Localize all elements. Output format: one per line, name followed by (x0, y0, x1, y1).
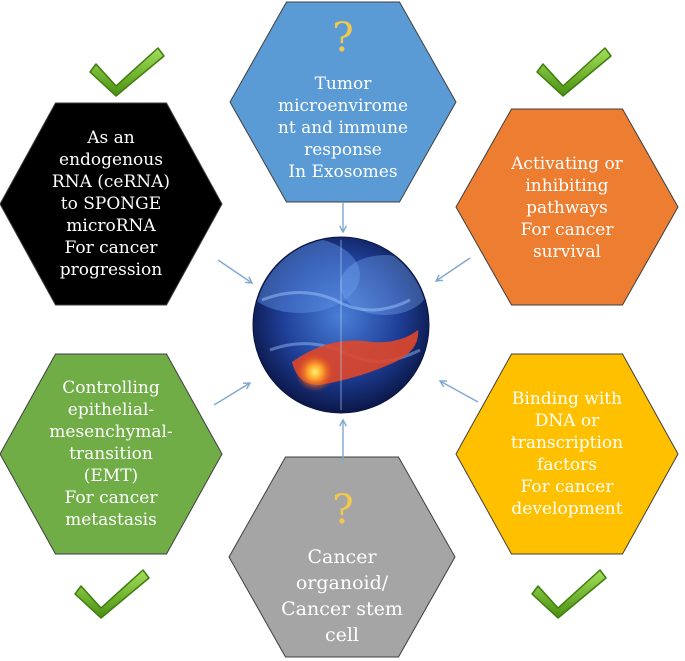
arrow (439, 380, 479, 403)
arrow (213, 382, 251, 406)
arrow-head-icon (242, 382, 252, 390)
checkmark-icon (74, 569, 150, 619)
hexagon-upper-right-label: Activating or inhibiting pathways For ca… (511, 153, 623, 262)
checkmark-icon (531, 569, 607, 619)
pancreas-illustration (252, 236, 430, 414)
hexagon-lower-right (455, 353, 679, 555)
arrow-head-icon (244, 276, 254, 284)
hexagon-upper-right (455, 108, 679, 306)
arrow-head-icon (438, 380, 448, 388)
arrow (217, 259, 253, 284)
checkmark-icon (536, 47, 612, 97)
arrow-head-icon (339, 418, 347, 427)
hexagon-top (229, 1, 457, 203)
question-mark-icon: ? (332, 487, 354, 533)
hexagon-upper-left-label: As an endogenous RNA (ceRNA) to SPONGE m… (51, 127, 171, 280)
arrow (435, 257, 471, 282)
hexagon-bottom-label: Cancer organoid/ Cancer stem cell (281, 546, 403, 646)
question-mark-icon: ? (332, 15, 354, 61)
hexagon-top-label: Tumor microenvirome nt and immune respon… (277, 74, 409, 182)
hexagon-upper-left (0, 102, 223, 306)
hexagon-lower-left (0, 353, 223, 555)
checkmark-icon (89, 47, 165, 97)
arrow-head-icon (339, 225, 347, 234)
hexagon-bottom (228, 456, 456, 658)
arrow-head-icon (434, 274, 444, 282)
hexagon-lower-right-label: Binding with DNA or transcription factor… (510, 389, 624, 519)
hexagon-lower-left-label: Controlling epithelial- mesenchymal- tra… (49, 378, 173, 530)
